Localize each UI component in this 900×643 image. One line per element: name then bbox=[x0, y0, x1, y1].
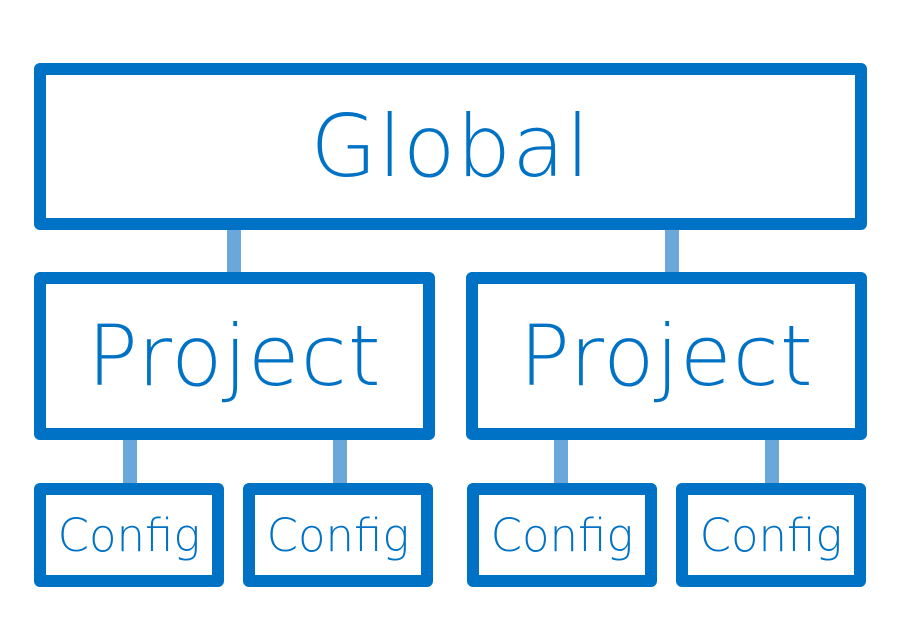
config-node: Config bbox=[676, 483, 866, 587]
project-label: Project bbox=[87, 307, 382, 405]
config-node: Config bbox=[34, 483, 224, 587]
global-node: Global bbox=[34, 63, 867, 230]
project-label: Project bbox=[519, 307, 814, 405]
project-node-left: Project bbox=[34, 272, 435, 440]
connector-project-left-to-config-2 bbox=[333, 438, 347, 485]
connector-global-to-project-left bbox=[227, 228, 241, 274]
config-label: Config bbox=[266, 508, 410, 562]
config-label: Config bbox=[699, 508, 843, 562]
connector-project-right-to-config-3 bbox=[554, 438, 568, 485]
config-label: Config bbox=[490, 508, 634, 562]
connector-project-right-to-config-4 bbox=[765, 438, 779, 485]
project-node-right: Project bbox=[466, 272, 867, 440]
connector-project-left-to-config-1 bbox=[123, 438, 137, 485]
connector-global-to-project-right bbox=[665, 228, 679, 274]
global-label: Global bbox=[310, 96, 591, 197]
config-node: Config bbox=[467, 483, 657, 587]
config-label: Config bbox=[57, 508, 201, 562]
config-node: Config bbox=[243, 483, 433, 587]
